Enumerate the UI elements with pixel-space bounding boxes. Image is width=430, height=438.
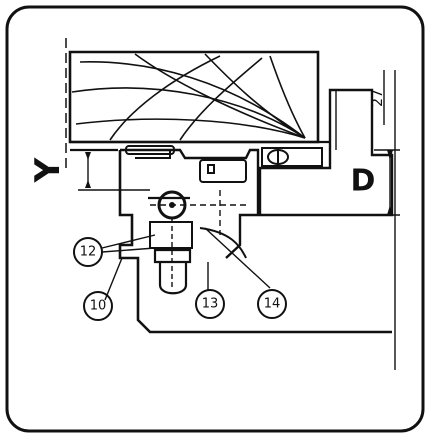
callout-14: 14 xyxy=(257,289,287,319)
callout-13-label: 13 xyxy=(202,297,219,312)
callout-14-label: 14 xyxy=(264,297,281,312)
wood-panel xyxy=(65,38,320,168)
callout-10: 10 xyxy=(83,291,113,321)
callout-10-label: 10 xyxy=(90,299,107,314)
door-frame-section xyxy=(258,70,400,370)
callout-13: 13 xyxy=(195,289,225,319)
adjustment-block xyxy=(149,218,193,295)
callout-leaders xyxy=(101,227,271,301)
dimension-27-label: 27 xyxy=(370,89,386,107)
frame xyxy=(5,5,425,433)
y-label: Y xyxy=(28,157,68,183)
callout-12: 12 xyxy=(73,237,103,267)
hinge-body xyxy=(118,145,392,334)
callout-12-label: 12 xyxy=(80,245,97,260)
y-dimension xyxy=(78,149,150,191)
d-label: D xyxy=(351,164,376,199)
